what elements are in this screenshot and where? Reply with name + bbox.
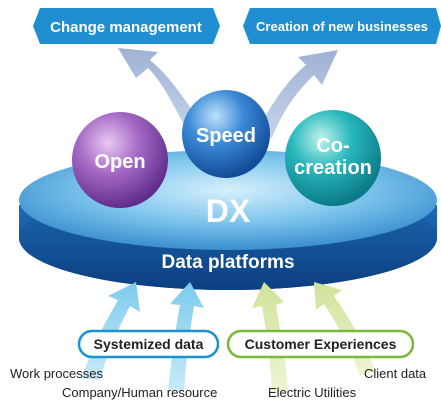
platform-title: DX <box>206 193 251 229</box>
pill-systemized-data: Systemized data <box>77 329 220 359</box>
pill-customer-experiences: Customer Experiences <box>226 329 415 359</box>
banner-new-businesses: Creation of new businesses <box>243 8 441 44</box>
banner-change-management-label: Change management <box>50 19 202 36</box>
banner-change-management: Change management <box>33 8 220 44</box>
source-company-human-resource: Company/Human resource <box>62 385 217 400</box>
platform-label: Data platforms <box>161 252 294 273</box>
arrow-client-data <box>314 282 376 376</box>
arrow-to-new-businesses <box>255 50 338 138</box>
source-electric-utilities: Electric Utilities <box>268 385 357 400</box>
sphere-speed: Speed <box>182 90 270 178</box>
sphere-open-label: Open <box>94 151 145 173</box>
arrow-to-change-management <box>118 48 205 135</box>
source-work-processes: Work processes <box>10 366 103 381</box>
source-client-data: Client data <box>364 366 427 381</box>
sphere-cocreation-label-line1: Co- <box>316 135 349 157</box>
sphere-speed-label: Speed <box>196 125 256 147</box>
sphere-open: Open <box>72 112 168 208</box>
banner-new-businesses-label: Creation of new businesses <box>256 19 428 34</box>
sphere-cocreation-label-line2: creation <box>294 157 372 179</box>
sphere-cocreation: Co- creation <box>285 110 381 206</box>
pill-customer-experiences-label: Customer Experiences <box>245 336 397 352</box>
pill-systemized-data-label: Systemized data <box>94 336 204 352</box>
